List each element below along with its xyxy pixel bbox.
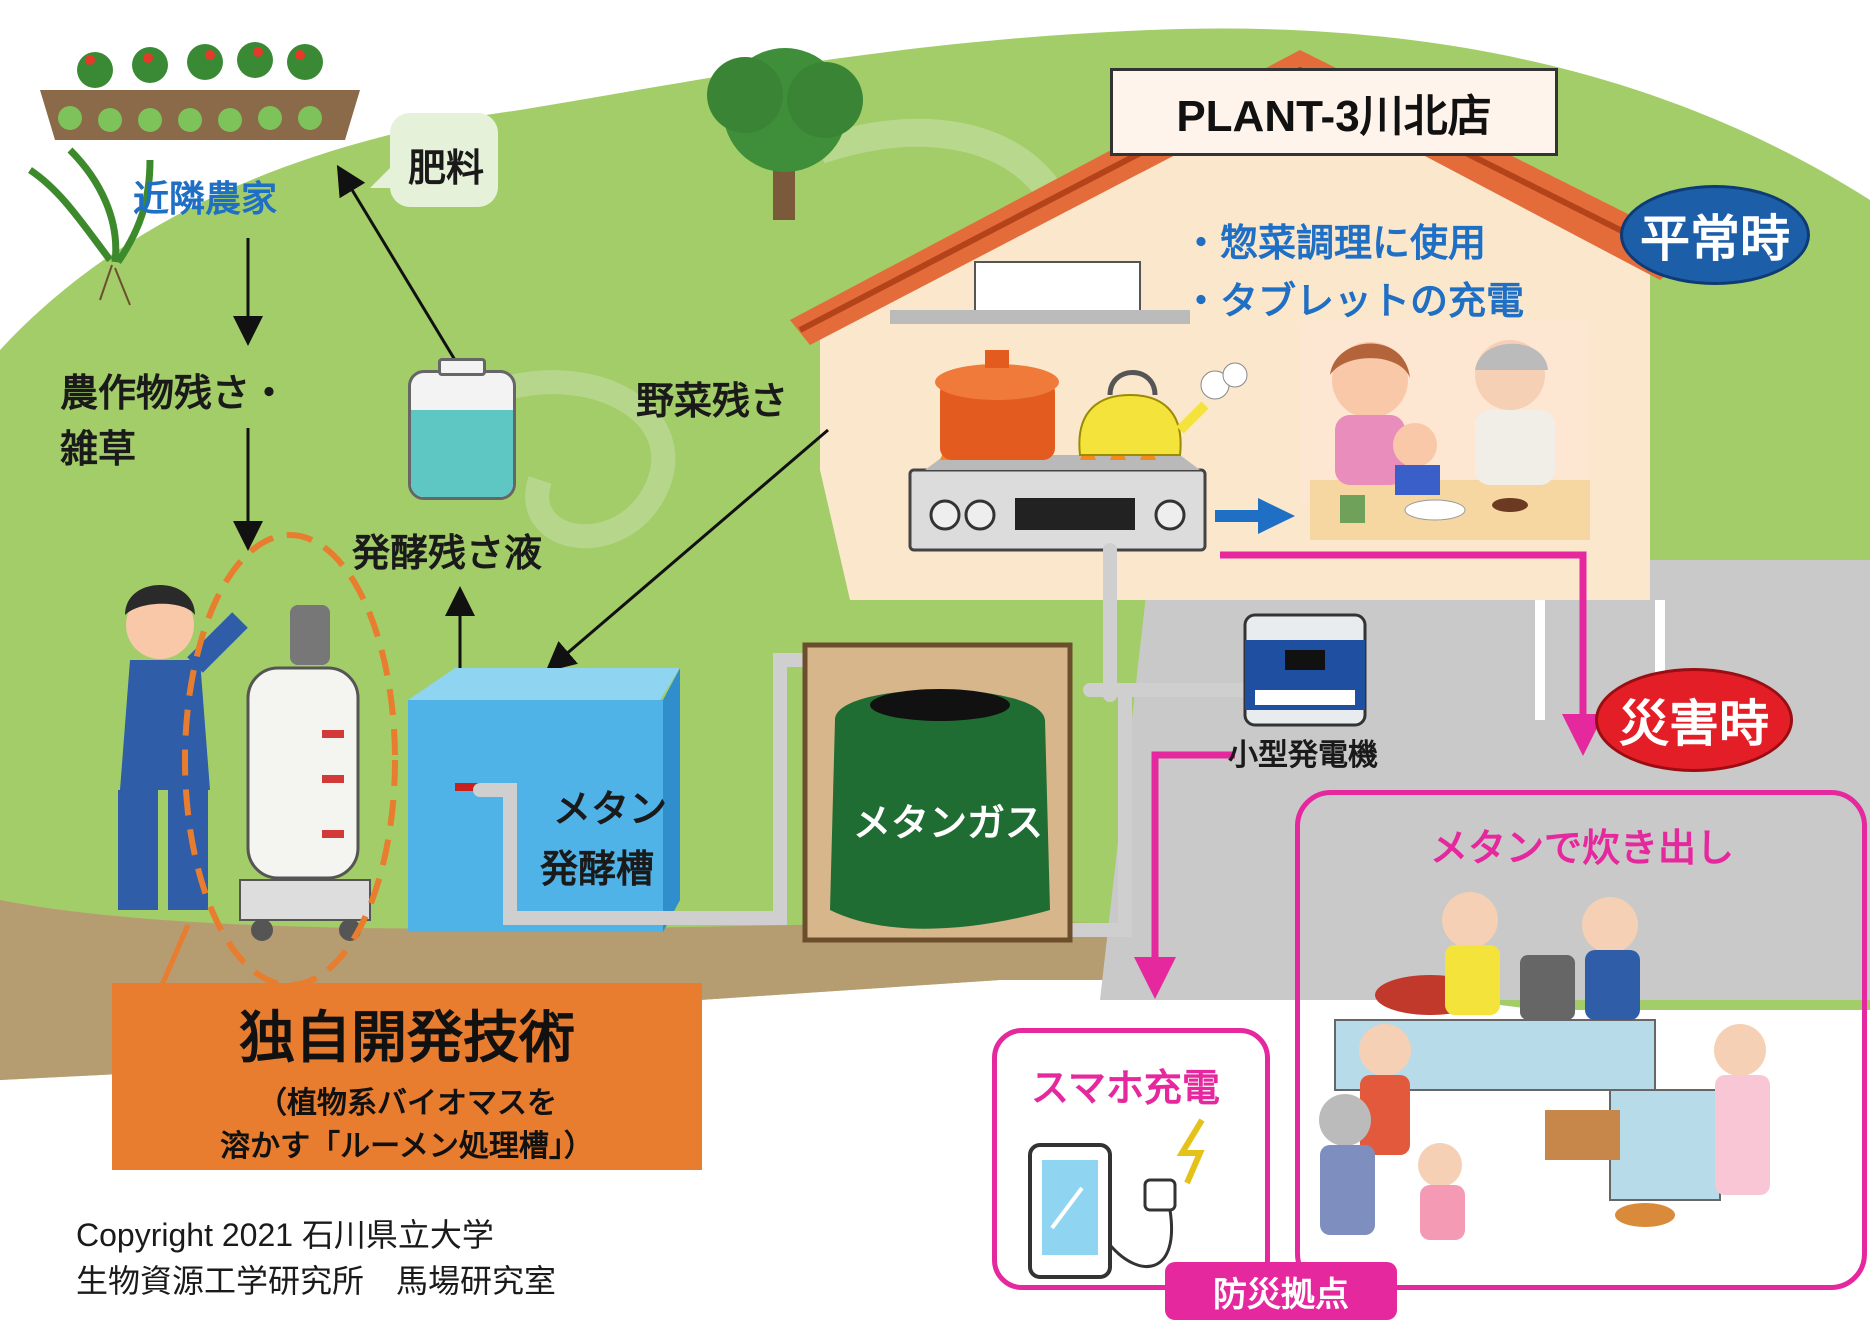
weed-plant: [28, 147, 154, 306]
technology-title: 独自開発技術: [239, 1006, 575, 1071]
disaster-time-label: 災害時: [1619, 695, 1769, 753]
crop-residue-label: 農作物残さ・: [60, 371, 289, 415]
methane-gas-label: メタンガス: [853, 801, 1044, 845]
blue-arrow: [1215, 498, 1295, 534]
emergency-cooking-label: メタンで炊き出し: [1430, 826, 1735, 870]
disaster-base-tag: 防災拠点: [1165, 1262, 1397, 1320]
fermentation-tank: [408, 668, 680, 932]
bottle-cap: [438, 358, 486, 376]
orange-pot: [935, 350, 1059, 460]
copyright-line-1: Copyright 2021 石川県立大学: [76, 1217, 494, 1253]
vegetable-residue-label: 野菜残さ: [636, 379, 789, 423]
store-use-2: ・タブレットの充電: [1182, 279, 1525, 323]
magenta-line-right: [1220, 551, 1604, 756]
fermentation-liquid-label: 発酵残さ液: [352, 531, 543, 575]
small-generator-label: 小型発電機: [1228, 738, 1378, 773]
phone-charging-label: スマホ充電: [1031, 1066, 1220, 1110]
normal-time-label: 平常時: [1640, 210, 1790, 268]
phone-charging-illustration: [1028, 1118, 1205, 1279]
original-technology-box: 独自開発技術 （植物系バイオマスを 溶かす「ルーメン処理槽」）: [112, 983, 702, 1170]
emergency-cooking-panel: メタンで炊き出し: [1295, 790, 1867, 1290]
normal-time-badge: 平常時: [1620, 185, 1810, 285]
bubble-tail: [370, 160, 398, 188]
fertilizer-label: 肥料: [408, 146, 485, 190]
rumen-highlight: [182, 532, 398, 988]
technology-desc-2: 溶かす「ルーメン処理槽」）: [220, 1129, 594, 1164]
liquid-bottle: [408, 370, 516, 500]
store-name: PLANT-3川北店: [1176, 92, 1492, 141]
disaster-time-badge: 災害時: [1595, 668, 1793, 772]
generator-machine: [1243, 613, 1367, 727]
rumen-tank: [239, 605, 371, 941]
store-name-sign: PLANT-3川北店: [1110, 68, 1558, 156]
magenta-line-left: [1134, 751, 1235, 999]
arrow-veg-to-tank: [545, 428, 829, 672]
fermentation-tank-label-2: 発酵槽: [540, 847, 655, 891]
family-dining: [1300, 320, 1590, 540]
technology-desc-1: （植物系バイオマスを: [257, 1086, 557, 1121]
yellow-kettle: [1078, 362, 1248, 456]
farm-field: [40, 42, 360, 140]
neighbor-farm-label: 近隣農家: [133, 179, 278, 220]
fermentation-tank-label-1: メタン: [553, 787, 668, 831]
soup-kitchen-scene: [1319, 892, 1770, 1240]
gas-stove: [908, 440, 1207, 552]
store-use-1: ・惣菜調理に使用: [1182, 221, 1487, 265]
fertilizer-bubble: 肥料: [390, 113, 498, 207]
disaster-base-label: 防災拠点: [1213, 1274, 1349, 1315]
tree: [707, 48, 863, 220]
arrow-liquid-to-farm: [336, 164, 460, 366]
weed-label: 雑草: [60, 427, 137, 471]
copyright-line-2: 生物資源工学研究所 馬場研究室: [76, 1262, 557, 1300]
methane-gas-bag: [802, 642, 1073, 943]
